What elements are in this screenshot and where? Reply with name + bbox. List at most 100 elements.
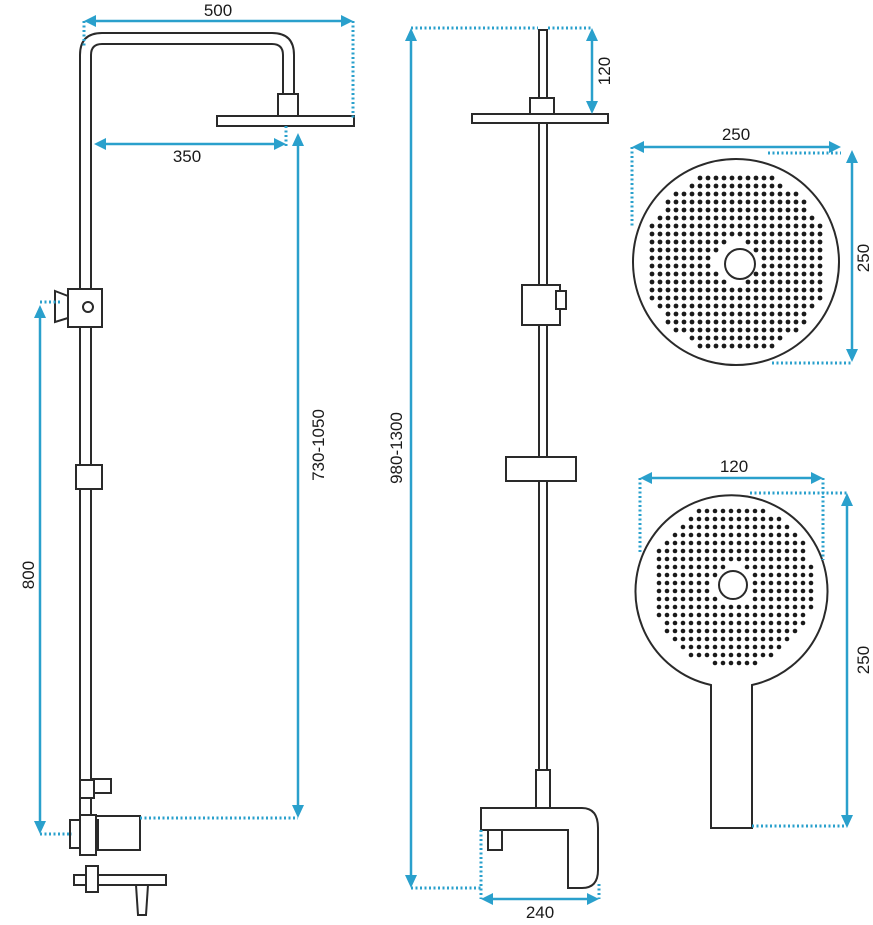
nozzle-dot: [769, 343, 775, 349]
nozzle-dot: [776, 532, 782, 538]
nozzle-dot: [672, 604, 678, 610]
nozzle-dot: [689, 239, 695, 245]
nozzle-dot: [689, 311, 695, 317]
nozzle-dot: [664, 572, 670, 578]
nozzle-dot: [761, 319, 767, 325]
nozzle-dot: [672, 580, 678, 586]
nozzle-dot: [705, 319, 711, 325]
dim-label-730-1050: 730-1050: [309, 409, 328, 481]
nozzle-dot: [753, 223, 759, 229]
nozzle-dot: [777, 263, 783, 269]
nozzle-dot: [784, 540, 790, 546]
nozzle-dot: [760, 516, 766, 522]
nozzle-dot: [712, 516, 718, 522]
nozzle-dot: [753, 175, 759, 181]
nozzle-dot: [793, 319, 799, 325]
nozzle-dot: [705, 175, 711, 181]
nozzle-dot: [745, 175, 751, 181]
nozzle-dot: [769, 239, 775, 245]
nozzle-dot: [809, 287, 815, 293]
nozzle-dot: [744, 660, 750, 666]
nozzle-dot: [761, 215, 767, 221]
nozzle-dot: [785, 191, 791, 197]
nozzle-dot: [712, 612, 718, 618]
nozzle-dot: [656, 612, 662, 618]
nozzle-dot: [705, 287, 711, 293]
nozzle-dot: [784, 572, 790, 578]
nozzle-dot: [697, 255, 703, 261]
nozzle-dot: [753, 327, 759, 333]
nozzle-dot: [721, 223, 727, 229]
nozzle-dot: [737, 215, 743, 221]
nozzle-dot: [697, 231, 703, 237]
nozzle-dot: [657, 247, 663, 253]
nozzle-dot: [688, 652, 694, 658]
nozzle-dot: [689, 247, 695, 253]
nozzle-dot: [776, 524, 782, 530]
nozzle-dot: [801, 207, 807, 213]
arrow-800-bottom: [34, 821, 46, 834]
nozzle-dot: [744, 628, 750, 634]
nozzle-dot: [712, 556, 718, 562]
nozzle-dot: [800, 572, 806, 578]
nozzle-dot: [720, 628, 726, 634]
nozzle-dot: [673, 239, 679, 245]
nozzle-dot: [769, 287, 775, 293]
nozzle-dot: [712, 532, 718, 538]
nozzle-dot: [665, 311, 671, 317]
nozzle-dot: [745, 215, 751, 221]
nozzle-dot: [753, 295, 759, 301]
nozzle-dot: [697, 175, 703, 181]
nozzle-dot: [688, 628, 694, 634]
nozzle-dot: [720, 652, 726, 658]
nozzle-dot: [728, 532, 734, 538]
nozzle-dot: [649, 271, 655, 277]
nozzle-dot: [680, 604, 686, 610]
front-mixer-body: [480, 807, 599, 889]
nozzle-dot: [657, 231, 663, 237]
nozzle-dot: [785, 207, 791, 213]
nozzle-dot: [745, 311, 751, 317]
nozzle-dot: [785, 231, 791, 237]
nozzle-dot: [721, 343, 727, 349]
nozzle-dot: [769, 183, 775, 189]
nozzle-dot: [736, 628, 742, 634]
nozzle-dot: [752, 636, 758, 642]
nozzle-dot: [769, 223, 775, 229]
hand-shower-nozzles: [656, 508, 814, 666]
nozzle-dot: [705, 303, 711, 309]
nozzle-dot: [744, 548, 750, 554]
nozzle-dot: [697, 207, 703, 213]
nozzle-dot: [793, 271, 799, 277]
nozzle-dot: [760, 588, 766, 594]
nozzle-dot: [800, 580, 806, 586]
nozzle-dot: [800, 604, 806, 610]
rain-head-top-view: [632, 158, 840, 366]
nozzle-dot: [760, 580, 766, 586]
nozzle-dot: [792, 612, 798, 618]
nozzle-dot: [744, 556, 750, 562]
nozzle-dot: [680, 564, 686, 570]
nozzle-dot: [753, 287, 759, 293]
nozzle-dot: [657, 271, 663, 277]
nozzle-dot: [713, 271, 719, 277]
nozzle-dot: [672, 572, 678, 578]
nozzle-dot: [721, 239, 727, 245]
nozzle-dot: [712, 540, 718, 546]
nozzle-dot: [680, 588, 686, 594]
nozzle-dot: [736, 516, 742, 522]
nozzle-dot: [784, 548, 790, 554]
nozzle-dot: [793, 199, 799, 205]
nozzle-dot: [720, 532, 726, 538]
nozzle-dot: [801, 303, 807, 309]
nozzle-dot: [785, 279, 791, 285]
nozzle-dot: [809, 215, 815, 221]
nozzle-dot: [776, 540, 782, 546]
nozzle-dot: [704, 532, 710, 538]
nozzle-dot: [665, 303, 671, 309]
nozzle-dot: [688, 540, 694, 546]
nozzle-dot: [808, 572, 814, 578]
nozzle-dot: [753, 183, 759, 189]
hand-shower-center: [718, 570, 748, 600]
nozzle-dot: [801, 199, 807, 205]
